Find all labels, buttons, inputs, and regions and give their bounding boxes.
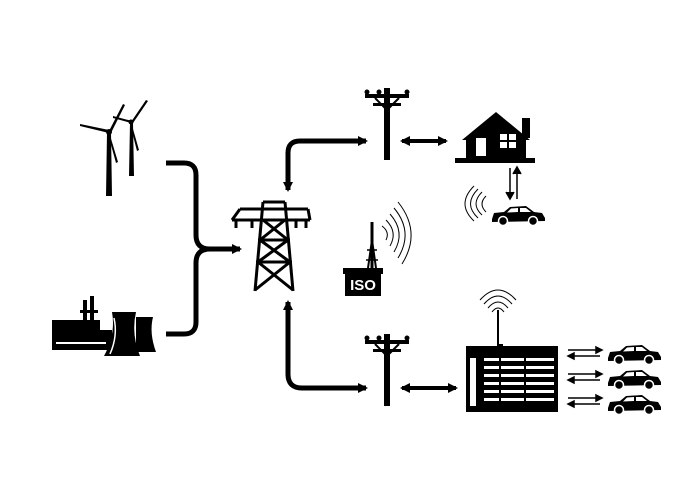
connector-tower-to-bottom-pole <box>283 300 368 393</box>
wireless-signal-icon <box>479 289 517 313</box>
connector-wind-to-tower <box>166 160 242 254</box>
connector-tower-to-top-pole <box>283 136 368 192</box>
utility-pole-icon <box>363 87 411 161</box>
power-plant-icon <box>52 296 156 356</box>
utility-pole-icon <box>363 333 411 407</box>
car-icon <box>607 344 662 366</box>
wind-turbine-icon <box>80 100 148 196</box>
iso-label: ISO <box>350 277 376 294</box>
car-icon <box>491 205 546 227</box>
two-way-arrow-house-car <box>505 165 522 201</box>
wireless-signal-icon <box>464 185 487 222</box>
car-icon <box>607 394 662 416</box>
connector-plant-to-tower <box>166 246 211 337</box>
two-way-arrows-garage-cars <box>566 345 604 409</box>
house-icon <box>455 112 535 163</box>
car-icon <box>607 369 662 391</box>
wireless-signal-icon <box>381 201 412 265</box>
radio-tower-icon: ISO <box>343 222 383 296</box>
transmission-tower-icon <box>230 200 312 292</box>
parking-garage-icon <box>466 310 558 412</box>
